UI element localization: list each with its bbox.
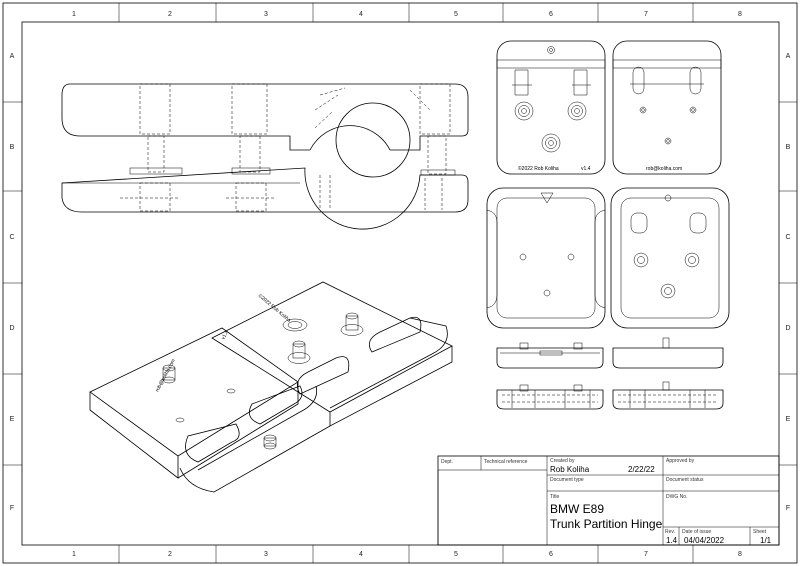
col-label-bottom-3: 3 [264, 551, 268, 558]
rev-value: 1.4 [666, 536, 678, 545]
bottom-zone-ticks [118, 545, 694, 563]
title-label: Title [550, 494, 559, 500]
col-label-top-4: 4 [359, 11, 363, 18]
bottom-view-half-left [486, 187, 606, 329]
col-label-top-8: 8 [738, 11, 742, 18]
date-of-issue-value: 04/04/2022 [684, 536, 725, 545]
date-of-issue-label: Date of issue [682, 529, 711, 535]
col-label-bottom-7: 7 [644, 551, 648, 558]
created-by-value: Rob Koliha [550, 465, 590, 474]
rev-label: Rev. [665, 529, 675, 535]
col-label-top-2: 2 [168, 11, 172, 18]
dwg-no-label: DWG No. [666, 494, 687, 500]
col-label-bottom-8: 8 [738, 551, 742, 558]
title-line-2: Trunk Partition Hinge [550, 517, 663, 531]
top-zone-ticks [118, 3, 694, 22]
front-view-right [612, 337, 724, 369]
col-label-top-3: 3 [264, 11, 268, 18]
title-block: Dept. Technical reference Created by Rob… [437, 455, 780, 546]
col-label-bottom-5: 5 [454, 551, 458, 558]
col-label-bottom-6: 6 [549, 551, 553, 558]
sheet-value: 1/1 [760, 536, 772, 545]
row-label-left-D: D [9, 325, 14, 332]
iso-copyright-text: ©2022 Rob Koliha [257, 292, 293, 324]
document-type-label: Document type [550, 477, 584, 483]
col-label-top-1: 1 [72, 11, 76, 18]
sheet-label: Sheet [753, 529, 767, 535]
col-label-top-5: 5 [454, 11, 458, 18]
row-label-left-A: A [10, 53, 15, 60]
col-label-bottom-4: 4 [359, 551, 363, 558]
section-view-left [496, 384, 604, 410]
iso-email-text: rob@koliha.com [154, 358, 176, 393]
col-label-bottom-2: 2 [168, 551, 172, 558]
row-label-left-E: E [10, 416, 15, 423]
row-label-right-E: E [786, 416, 791, 423]
row-label-right-B: B [786, 144, 791, 151]
row-label-right-A: A [786, 53, 791, 60]
document-status-label: Document status [666, 477, 704, 483]
technical-reference-label: Technical reference [484, 459, 528, 465]
row-label-left-C: C [9, 234, 14, 241]
part-copyright-text: ©2022 Rob Koliha [518, 165, 559, 172]
row-label-right-F: F [786, 505, 790, 512]
inner-frame [21, 21, 780, 546]
part-email-text: rob@koliha.com [646, 166, 682, 172]
isometric-view: rob@koliha.com ©2022 Rob Koliha v1.4 [89, 281, 453, 493]
col-label-top-6: 6 [549, 11, 553, 18]
created-by-label: Created by [550, 458, 575, 464]
top-view-half-right: rob@koliha.com [612, 40, 722, 175]
col-label-top-7: 7 [644, 11, 648, 18]
top-view-half-left: ©2022 Rob Koliha v1.4 [496, 40, 606, 175]
iso-version-text: v1.4 [220, 330, 230, 341]
row-label-left-B: B [10, 144, 15, 151]
row-label-right-D: D [785, 325, 790, 332]
dept-label: Dept. [441, 459, 453, 465]
side-section-view [61, 83, 469, 230]
section-view-right [612, 381, 724, 410]
row-label-left-F: F [10, 505, 14, 512]
side-zone-ticks [3, 101, 797, 466]
col-label-bottom-1: 1 [72, 551, 76, 558]
approved-by-label: Approved by [666, 458, 695, 464]
bottom-view-half-right [610, 187, 730, 329]
title-line-1: BMW E89 [550, 502, 604, 516]
part-version-text: v1.4 [581, 166, 591, 172]
created-date-value: 2/22/22 [628, 465, 655, 474]
front-view-left [496, 342, 604, 369]
row-label-right-C: C [785, 234, 790, 241]
